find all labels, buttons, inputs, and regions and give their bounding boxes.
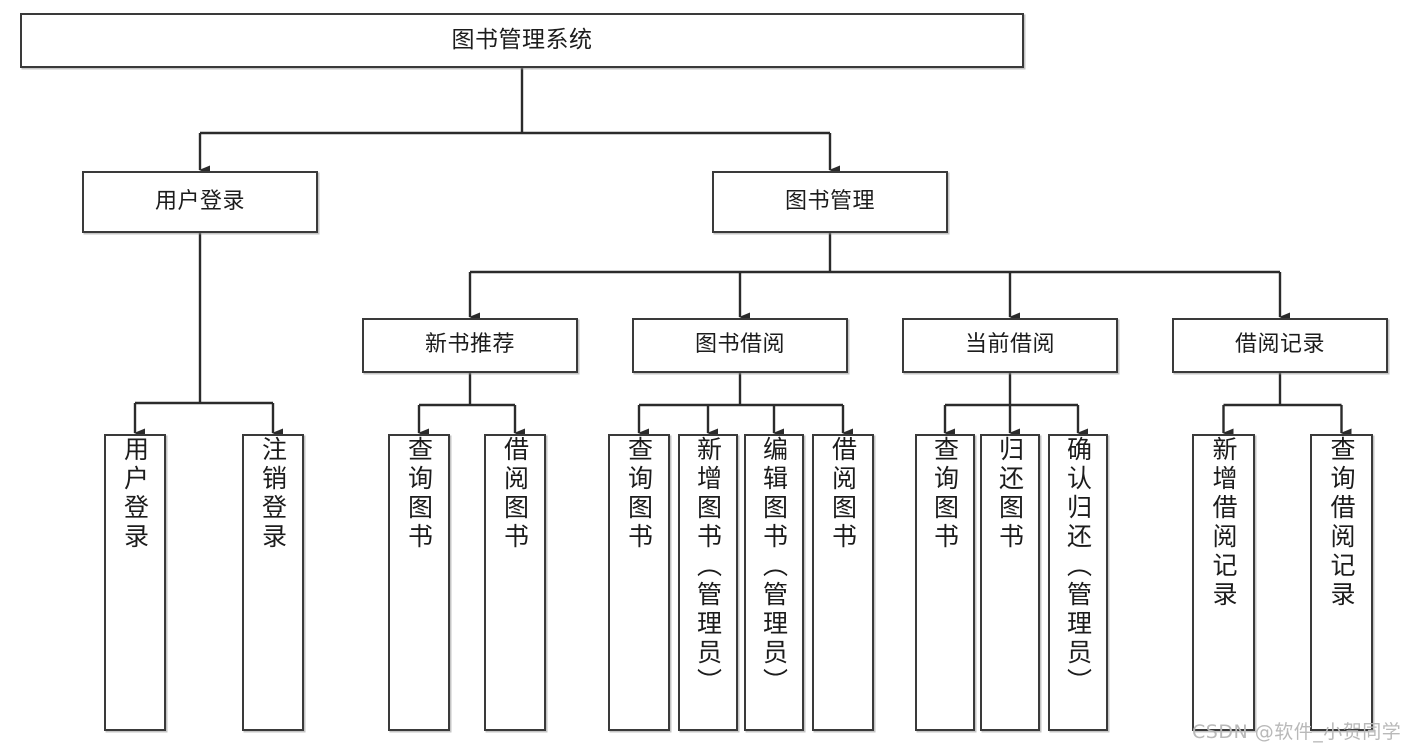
node-root[interactable]: 图书管理系统 bbox=[20, 13, 1024, 68]
node-root-label: 图书管理系统 bbox=[451, 26, 593, 53]
node-leaf-add-book-admin-label: 新增图书（管理员） bbox=[693, 436, 723, 697]
node-current-borrow[interactable]: 当前借阅 bbox=[902, 318, 1118, 373]
node-leaf-query-borrow-record[interactable]: 查询借阅记录 bbox=[1310, 434, 1373, 731]
node-leaf-query-book-rec[interactable]: 查询图书 bbox=[388, 434, 450, 731]
node-leaf-confirm-return-admin-label: 确认归还（管理员） bbox=[1063, 436, 1093, 697]
node-leaf-query-borrow-record-label: 查询借阅记录 bbox=[1327, 436, 1356, 610]
node-leaf-return-book-label: 归还图书 bbox=[995, 436, 1025, 552]
node-leaf-query-book-bor-label: 查询图书 bbox=[624, 436, 654, 552]
node-leaf-edit-book-admin-label: 编辑图书（管理员） bbox=[759, 436, 789, 697]
node-leaf-borrow-book-rec-label: 借阅图书 bbox=[500, 436, 530, 552]
node-leaf-add-borrow-record-label: 新增借阅记录 bbox=[1209, 436, 1238, 610]
node-leaf-query-book-cur[interactable]: 查询图书 bbox=[915, 434, 975, 731]
node-leaf-borrow-book-rec[interactable]: 借阅图书 bbox=[484, 434, 546, 731]
node-leaf-borrow-book-bor-label: 借阅图书 bbox=[828, 436, 858, 552]
node-user-login-label: 用户登录 bbox=[154, 188, 245, 214]
node-leaf-query-book-bor[interactable]: 查询图书 bbox=[608, 434, 670, 731]
node-leaf-return-book[interactable]: 归还图书 bbox=[980, 434, 1040, 731]
node-borrow-record[interactable]: 借阅记录 bbox=[1172, 318, 1388, 373]
node-leaf-add-borrow-record[interactable]: 新增借阅记录 bbox=[1192, 434, 1255, 731]
node-book-manage[interactable]: 图书管理 bbox=[712, 171, 948, 233]
node-new-book-recommend-label: 新书推荐 bbox=[424, 332, 515, 358]
node-leaf-user-logout-label: 注销登录 bbox=[258, 436, 288, 552]
node-current-borrow-label: 当前借阅 bbox=[964, 332, 1055, 358]
node-book-manage-label: 图书管理 bbox=[784, 188, 875, 214]
node-leaf-user-login[interactable]: 用户登录 bbox=[104, 434, 166, 731]
node-leaf-query-book-cur-label: 查询图书 bbox=[930, 436, 960, 552]
node-leaf-edit-book-admin[interactable]: 编辑图书（管理员） bbox=[744, 434, 804, 731]
node-borrow-record-label: 借阅记录 bbox=[1234, 332, 1325, 358]
node-user-login[interactable]: 用户登录 bbox=[82, 171, 318, 233]
node-leaf-confirm-return-admin[interactable]: 确认归还（管理员） bbox=[1048, 434, 1108, 731]
node-leaf-borrow-book-bor[interactable]: 借阅图书 bbox=[812, 434, 874, 731]
node-leaf-query-book-rec-label: 查询图书 bbox=[404, 436, 434, 552]
node-book-borrow-label: 图书借阅 bbox=[694, 332, 785, 358]
node-leaf-add-book-admin[interactable]: 新增图书（管理员） bbox=[678, 434, 738, 731]
node-book-borrow[interactable]: 图书借阅 bbox=[632, 318, 848, 373]
node-leaf-user-login-label: 用户登录 bbox=[120, 436, 150, 552]
node-leaf-user-logout[interactable]: 注销登录 bbox=[242, 434, 304, 731]
csdn-watermark: CSDN @软件_小贺同学 bbox=[1192, 721, 1402, 743]
node-new-book-recommend[interactable]: 新书推荐 bbox=[362, 318, 578, 373]
